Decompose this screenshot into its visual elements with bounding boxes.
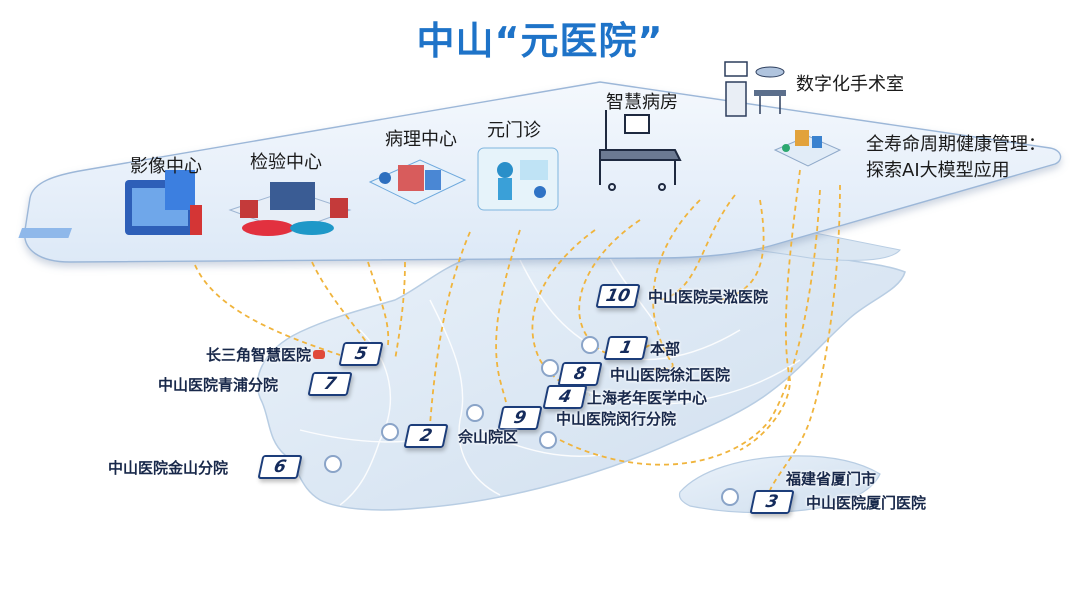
online-badge	[313, 349, 326, 359]
site-2[interactable]: 2 佘山院区	[403, 424, 519, 448]
health-mgmt-line1: 全寿命周期健康管理：	[866, 134, 1046, 155]
page-title: 中山“元医院”	[416, 19, 664, 63]
site-3[interactable]: 3 中山医院厦门医院	[749, 490, 927, 514]
site-name: 中山医院青浦分院	[158, 375, 279, 394]
meta-clinic-icon	[477, 147, 559, 211]
site-name: 中山医院厦门医院	[806, 493, 927, 512]
site-name: 中山医院吴淞医院	[648, 287, 769, 306]
site-3-region: 福建省厦门市	[786, 468, 876, 489]
site-number: 10	[595, 284, 641, 308]
module-label-digital-or: 数字化手术室	[796, 74, 904, 95]
site-9[interactable]: 9 中山医院闵行分院	[497, 406, 677, 430]
digital-or-icon	[724, 61, 786, 117]
site-number: 7	[307, 372, 353, 396]
site-number: 2	[403, 424, 449, 448]
site-8[interactable]: 8 中山医院徐汇医院	[557, 362, 731, 386]
site-name: 长三角智慧医院	[206, 345, 312, 364]
site-number: 5	[338, 342, 384, 366]
module-label-pathology: 病理中心	[385, 129, 457, 150]
module-label-smart-ward: 智慧病房	[606, 92, 678, 113]
imaging-icon	[18, 170, 202, 238]
pathology-icon	[368, 159, 467, 205]
site-name: 中山医院闵行分院	[556, 409, 677, 428]
site-name: 中山医院徐汇医院	[610, 365, 731, 384]
lab-icon	[228, 182, 352, 236]
site-number: 3	[749, 490, 795, 514]
site-1[interactable]: 1 本部	[603, 336, 681, 360]
module-label-imaging: 影像中心	[130, 156, 202, 177]
smart-ward-icon	[599, 110, 682, 191]
module-label-meta-clinic: 元门诊	[487, 120, 541, 141]
health-mgmt-line2: 探索AI大模型应用	[866, 160, 1010, 181]
site-7[interactable]: 中山医院青浦分院 7	[158, 372, 353, 396]
site-5[interactable]: 长三角智慧医院 5	[206, 342, 384, 366]
site-name: 上海老年医学中心	[587, 388, 708, 407]
site-markers	[324, 336, 739, 506]
site-region: 福建省厦门市	[786, 470, 877, 488]
health-mgmt-icon	[773, 130, 842, 167]
site-4[interactable]: 4 上海老年医学中心	[542, 385, 708, 409]
site-number: 8	[557, 362, 603, 386]
site-name: 中山医院金山分院	[108, 458, 229, 477]
site-10[interactable]: 10 中山医院吴淞医院	[595, 284, 769, 308]
site-number: 6	[257, 455, 303, 479]
site-6[interactable]: 中山医院金山分院 6	[108, 455, 303, 479]
site-number: 1	[603, 336, 649, 360]
site-name: 本部	[650, 339, 681, 358]
module-label-health-mgmt: 全寿命周期健康管理： 探索AI大模型应用	[866, 132, 1046, 184]
site-name: 佘山院区	[458, 427, 519, 446]
module-label-lab: 检验中心	[250, 152, 322, 173]
